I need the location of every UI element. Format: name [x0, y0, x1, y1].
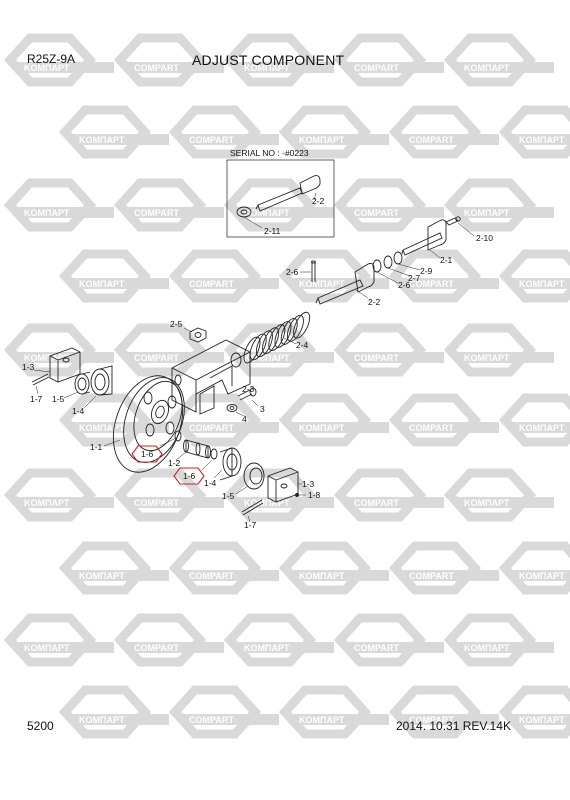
callout-1-2: 1-2 [168, 458, 181, 468]
shaft-1-2 [174, 430, 218, 460]
callout-3: 3 [260, 404, 265, 414]
cap-1-3-left [49, 347, 81, 383]
highlight-1-6-a: 1-6 [131, 437, 177, 463]
callout-1-1: 1-1 [90, 442, 103, 452]
callout-2-3: 2-3 [242, 384, 255, 394]
revision-date: 2014. 10.31 REV.14K [396, 719, 511, 733]
collar-1-5-right [243, 462, 265, 490]
model-number: R25Z-9A [27, 52, 76, 66]
callout-2-6: 2-6 [286, 267, 299, 277]
page-number: 5200 [27, 719, 54, 733]
callout-1-4-left: 1-4 [72, 406, 85, 416]
rod-2-1 [401, 219, 447, 256]
bolt-2-3 [237, 387, 257, 401]
callout-1-5-left: 1-5 [52, 394, 65, 404]
spring-coil [286, 314, 304, 342]
rod-2-2 [315, 263, 375, 305]
callout-2-9: 2-9 [420, 266, 433, 276]
callout-1-3-right: 1-3 [302, 479, 315, 489]
callout-1-8: 1-8 [308, 490, 321, 500]
cap-1-3-right [267, 467, 299, 503]
callout-2-7: 2-7 [408, 273, 421, 283]
callout-2-6b: 2-6 [398, 280, 411, 290]
washer-4 [226, 404, 238, 412]
serial-box [226, 159, 335, 238]
oring-2-9 [372, 251, 403, 273]
bushing-1-4-right [219, 447, 242, 481]
callout-2-5: 2-5 [170, 319, 183, 329]
nut-2-5 [189, 327, 207, 343]
serial-label: SERIAL NO : -#0223 [230, 148, 309, 158]
callout-2-11: 2-11 [264, 226, 281, 236]
grease-fitting-2-10 [445, 216, 461, 226]
collar-1-5-left [74, 371, 91, 395]
callout-2-1: 2-1 [440, 255, 453, 265]
callout-2-2: 2-2 [368, 297, 381, 307]
pin-1-7-right [241, 499, 264, 516]
idler-wheel [112, 375, 185, 473]
pin-1-7-left [31, 373, 50, 386]
callout-4: 4 [242, 414, 247, 424]
callout-1-6-a: 1-6 [141, 449, 154, 459]
rod-2-2-serial [255, 175, 321, 212]
highlight-1-6-b: 1-6 [173, 459, 213, 485]
callout-1-4-right: 1-4 [204, 478, 217, 488]
callout-1-3-left: 1-3 [22, 362, 35, 372]
callout-2-4: 2-4 [296, 340, 309, 350]
callout-1-7-left: 1-7 [30, 394, 43, 404]
callout-2-2-serial: 2-2 [312, 196, 325, 206]
spring-2-4 [243, 311, 311, 364]
callout-1-7-right: 1-7 [244, 520, 257, 530]
callout-1-5-right: 1-5 [222, 491, 235, 501]
washer-2-11 [236, 206, 252, 218]
spring-coil [293, 311, 311, 339]
bushing-1-4-left [90, 365, 113, 396]
callout-1-6-b: 1-6 [183, 471, 196, 481]
page-title: ADJUST COMPONENT [192, 52, 345, 68]
callout-2-10: 2-10 [476, 233, 493, 243]
pin-2-6 [311, 260, 316, 282]
